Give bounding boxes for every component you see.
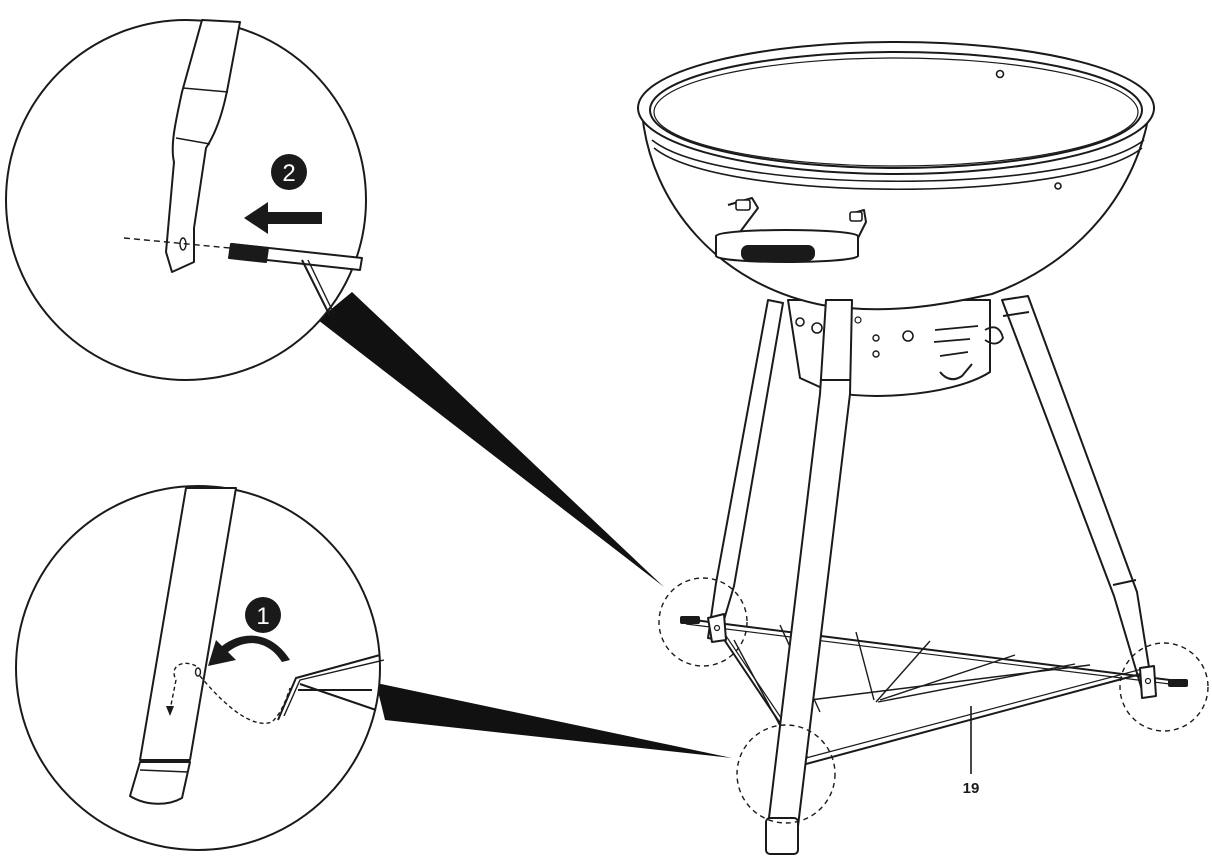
callout-wedge-bottom [376, 683, 732, 758]
grill-leg-right [1001, 295, 1153, 691]
alignment-dash-line [123, 237, 231, 249]
leg-spreader-triangle [680, 616, 1188, 765]
detail-marker-step1 [736, 724, 836, 824]
grill-assembly: GoodHome [637, 41, 1188, 855]
detail-circle-step2: 2 [5, 19, 367, 381]
step-number-1: 1 [256, 603, 269, 630]
step-badge-1 [245, 597, 281, 633]
ash-catcher-housing [787, 299, 991, 397]
part-callout-label: 19 [963, 780, 980, 797]
push-arrow [244, 202, 322, 234]
leg-tube-closeup [139, 487, 237, 761]
handle-logo-text: GoodHome [755, 249, 801, 258]
insertion-path [169, 662, 197, 711]
detail-marker-step2 [658, 577, 748, 667]
detail-circle-step1: 1 [15, 485, 385, 851]
detail-markers [658, 577, 1209, 824]
rotate-arrow [208, 635, 290, 666]
handle-logo-plate [741, 245, 815, 261]
foot-cap-closeup [129, 761, 191, 805]
rod-hook-closeup [277, 654, 381, 721]
step-badge-2 [271, 154, 307, 190]
bowl-rim-inner [649, 51, 1143, 169]
callout-wedge-top [318, 292, 664, 587]
leg-foot-cap [765, 817, 799, 855]
detail-marker-right [1119, 642, 1209, 732]
grill-leg-left [707, 299, 784, 641]
bowl-handle: GoodHome [715, 197, 867, 263]
leg-end-closeup [165, 19, 241, 273]
step-number-2: 2 [282, 160, 295, 187]
